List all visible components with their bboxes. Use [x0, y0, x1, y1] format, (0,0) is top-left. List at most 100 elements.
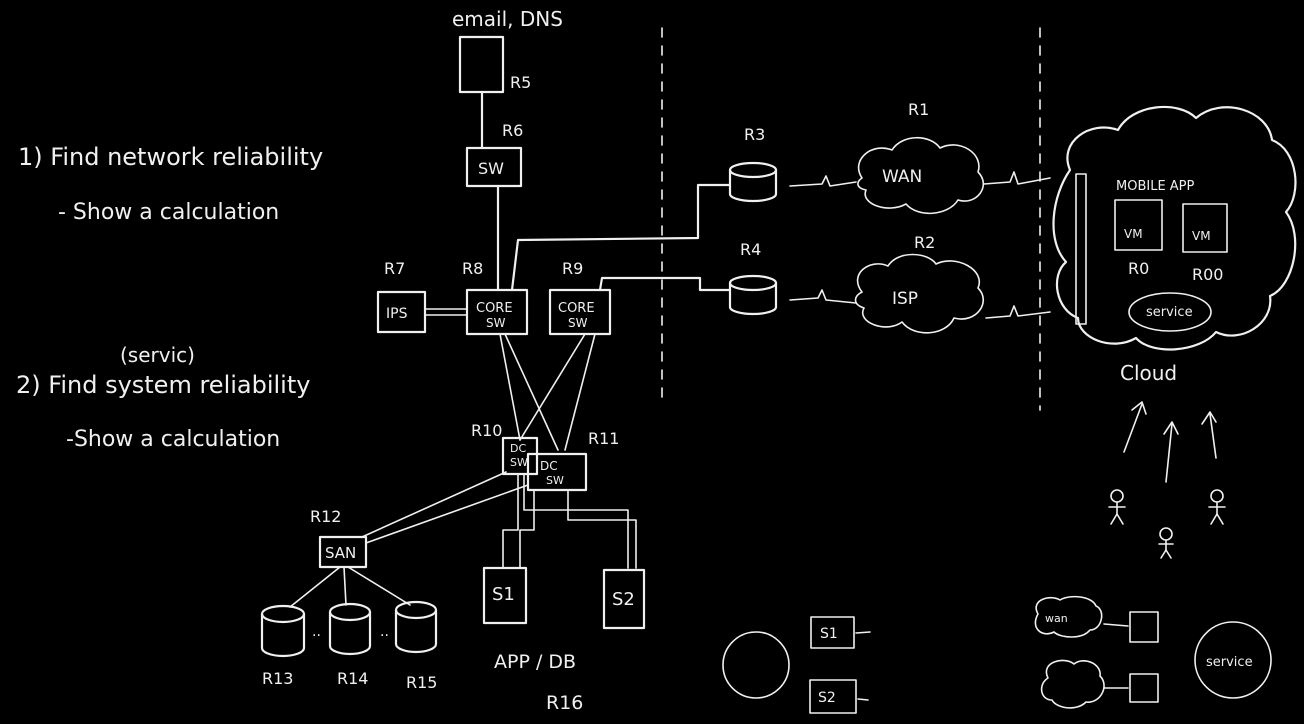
r12-label: R12	[310, 507, 341, 526]
link-r11-s2	[567, 489, 637, 569]
link-san-r13	[289, 566, 341, 608]
r11-dc-switch: R11 DC SW	[526, 429, 619, 492]
disk-r14: R14	[328, 602, 372, 688]
user-icon-1	[1108, 489, 1126, 525]
link-r10-s2	[523, 473, 629, 569]
question-2-sub: -Show a calculation	[66, 427, 280, 452]
r6-label: R6	[502, 121, 523, 140]
r6-box	[465, 146, 523, 188]
legend-service-text: service	[1206, 655, 1253, 670]
r7-ips: R7 IPS	[376, 259, 427, 334]
s1-box	[482, 566, 528, 625]
cloud-label: Cloud	[1120, 361, 1177, 385]
ips-text: IPS	[386, 306, 408, 322]
legend-cloud-2	[1040, 659, 1159, 709]
legend-wan-text: wan	[1045, 612, 1068, 625]
disk-r13: R13	[260, 604, 306, 688]
link-r10-s1	[502, 473, 519, 569]
r6-text: SW	[478, 159, 504, 178]
legend-s2: S2	[809, 679, 869, 714]
link-r8-r11	[504, 333, 559, 451]
disk-ellipsis-1: ..	[312, 624, 321, 640]
firewall-bar	[1075, 173, 1087, 325]
r2-label: R2	[914, 233, 935, 252]
server-s1: S1	[482, 566, 528, 625]
legend-s1: S1	[810, 616, 871, 649]
service-text: service	[1146, 305, 1193, 320]
r10-box	[501, 436, 539, 476]
question-1: 1) Find network reliability - Show a cal…	[18, 143, 323, 225]
question-1-sub: - Show a calculation	[58, 200, 279, 225]
wan-cloud: R1 WAN	[857, 100, 984, 215]
link-r8-r3	[510, 183, 732, 292]
vm-box-2	[1182, 203, 1228, 253]
r9-text-bottom: SW	[568, 316, 588, 330]
r8-label: R8	[462, 259, 483, 278]
r0-label: R0	[1128, 259, 1149, 278]
link-san-r15	[347, 566, 411, 606]
wan-text: WAN	[882, 167, 922, 187]
r9-core-switch: R9 CORE SW	[548, 259, 612, 336]
link-r3-wan	[789, 175, 857, 187]
server-s2: S2	[602, 568, 646, 630]
legend-wan-cloud: wan	[1034, 595, 1159, 643]
r1-label: R1	[908, 100, 929, 119]
r7-label: R7	[384, 259, 405, 278]
r10-dc-switch: R10 DC SW	[471, 421, 539, 476]
r8-box	[465, 288, 529, 336]
legend-s2-text: S2	[818, 690, 836, 706]
link-san-r14	[343, 566, 347, 606]
r8-text-bottom: SW	[486, 316, 506, 330]
r10-label: R10	[471, 421, 502, 440]
r13-label: R13	[262, 669, 293, 688]
question-2-text: 2) Find system reliability	[16, 371, 310, 399]
s2-text: S2	[612, 589, 635, 610]
r4-router: R4	[728, 240, 778, 316]
r11-label: R11	[588, 429, 619, 448]
link-r11-s1	[519, 489, 535, 569]
r6-switch: R6 SW	[465, 121, 523, 188]
email-dns-label: email, DNS	[452, 7, 563, 31]
legend-service-circle: service	[1194, 621, 1272, 699]
link-r9-r10	[519, 333, 586, 441]
link-r10-san	[361, 471, 507, 538]
r8-text-top: CORE	[476, 301, 513, 316]
link-r9-r4	[598, 276, 732, 292]
email-dns-box	[458, 35, 505, 94]
question-2-pre: (servic)	[120, 343, 195, 367]
r7-box	[376, 290, 427, 334]
link-r9-r11	[564, 333, 596, 451]
r8-core-switch: R8 CORE SW	[462, 259, 529, 336]
link-wan-cloud	[983, 171, 1051, 185]
r16-label: R16	[546, 692, 583, 714]
link-r4-isp	[789, 289, 857, 304]
r11-text-bottom: SW	[546, 474, 564, 487]
vm-text-2: VM	[1192, 229, 1211, 243]
isp-text: ISP	[892, 289, 918, 309]
email-dns-server: email, DNS R5	[452, 7, 563, 94]
link-r8-r10	[499, 333, 521, 441]
s2-box	[602, 568, 646, 630]
vm-box-1	[1114, 199, 1163, 251]
r15-label: R15	[406, 673, 437, 692]
user-icon-2	[1158, 527, 1174, 559]
r00-label: R00	[1192, 265, 1223, 284]
vm-text-1: VM	[1124, 227, 1143, 241]
r9-label: R9	[562, 259, 583, 278]
service-ellipse	[1128, 292, 1212, 332]
r9-box	[548, 288, 612, 336]
question-2: (servic) 2) Find system reliability -Sho…	[16, 343, 310, 452]
disk-r15: R15	[394, 600, 437, 692]
r10-text-bottom: SW	[510, 456, 528, 469]
disk-ellipsis-2: ..	[380, 624, 389, 640]
r12-san: R12 SAN	[310, 507, 368, 569]
user-arrows	[1123, 401, 1217, 483]
r14-label: R14	[337, 669, 368, 688]
mobile-app-label: MOBILE APP	[1116, 179, 1195, 194]
r11-text-top: DC	[540, 459, 558, 473]
san-text: SAN	[325, 544, 356, 562]
isp-cloud: R2 ISP	[854, 233, 984, 334]
r10-text-top: DC	[510, 442, 526, 455]
link-isp-cloud	[985, 305, 1051, 319]
